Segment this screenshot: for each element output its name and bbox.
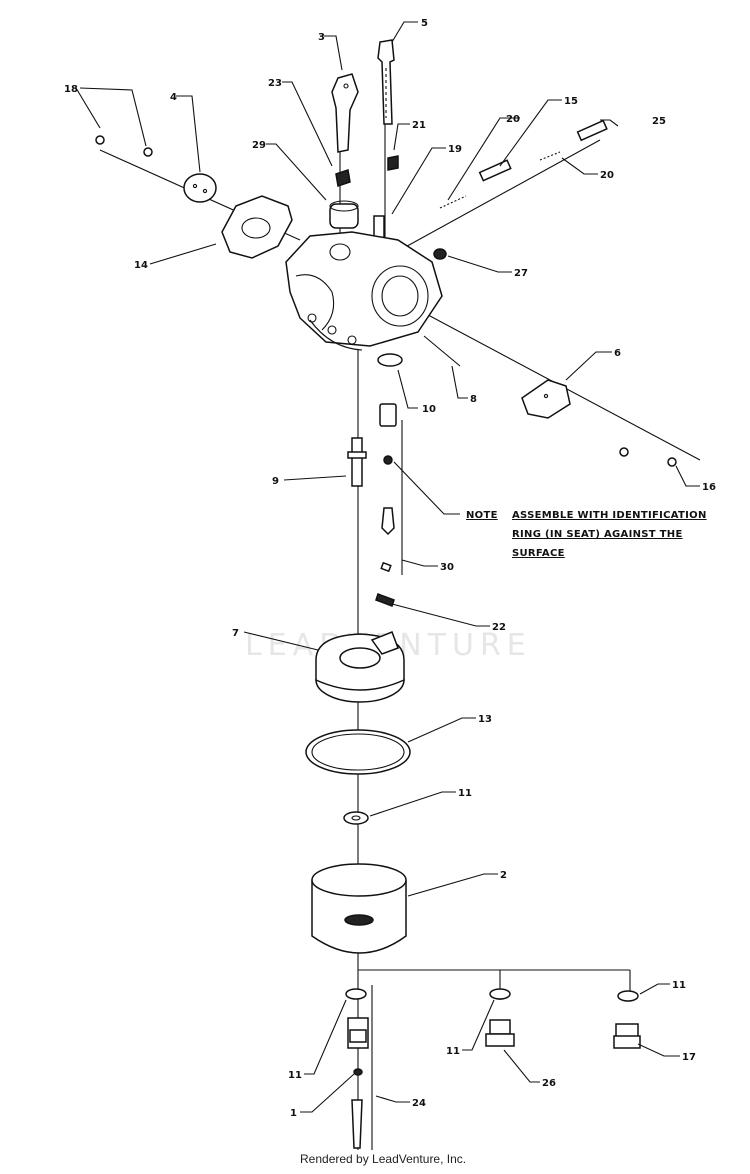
- assembly-axis-lines: [99, 60, 701, 1150]
- callout-7: 7: [232, 628, 239, 639]
- note-label: NOTE: [466, 510, 498, 521]
- part-bowl-gasket: [305, 729, 411, 775]
- callout-6: 6: [614, 348, 621, 359]
- callout-4: 4: [170, 92, 177, 103]
- callout-26: 26: [542, 1078, 556, 1089]
- part-washers: [343, 811, 639, 1002]
- part-float: [315, 631, 405, 703]
- callout-3: 3: [318, 32, 325, 43]
- callout-14: 14: [134, 260, 148, 271]
- callout-24: 24: [412, 1098, 426, 1109]
- part-drain-fitting: [485, 1019, 515, 1047]
- callout-1: 1: [290, 1108, 297, 1119]
- callout-29: 29: [252, 140, 266, 151]
- callout-22: 22: [492, 622, 506, 633]
- note-line-2: RING (IN SEAT) AGAINST THE: [512, 529, 683, 540]
- callout-27: 27: [514, 268, 528, 279]
- part-choke-shaft: [377, 39, 395, 125]
- callout-8: 8: [470, 394, 477, 405]
- assembly-note: NOTE ASSEMBLE WITH IDENTIFICATION RING (…: [466, 510, 707, 559]
- part-float-bowl: [311, 863, 407, 954]
- callout-11c: 11: [288, 1070, 302, 1081]
- part-carburetor-body: [285, 231, 443, 351]
- part-spring-seal: [329, 155, 399, 229]
- note-line-1: ASSEMBLE WITH IDENTIFICATION: [512, 510, 707, 521]
- footer-credit: Rendered by LeadVenture, Inc.: [300, 1152, 466, 1166]
- part-gasket: [221, 195, 293, 259]
- callout-2: 2: [500, 870, 507, 881]
- callout-11d: 11: [446, 1046, 460, 1057]
- leader-lines: [75, 21, 700, 1113]
- part-main-jet: [347, 437, 367, 487]
- callout-30: 30: [440, 562, 454, 573]
- callout-15: 15: [564, 96, 578, 107]
- callout-11b: 11: [672, 980, 686, 991]
- callout-20a: 20: [506, 114, 520, 125]
- callout-21: 21: [412, 120, 426, 131]
- part-choke-plate: [521, 379, 571, 419]
- callout-17: 17: [682, 1052, 696, 1063]
- callout-25: 25: [652, 116, 666, 127]
- part-idle-screw-springs: [373, 119, 608, 260]
- part-screws: [95, 135, 677, 467]
- callout-18: 18: [64, 84, 78, 95]
- part-throttle-plate: [183, 173, 217, 203]
- part-throttle-shaft: [331, 73, 359, 153]
- callout-19: 19: [448, 144, 462, 155]
- callout-20b: 20: [600, 170, 614, 181]
- callout-16: 16: [702, 482, 716, 493]
- part-plug: [613, 1023, 641, 1049]
- callout-9: 9: [272, 476, 279, 487]
- part-needle-seat: [375, 353, 403, 607]
- callout-5: 5: [421, 18, 428, 29]
- callout-23: 23: [268, 78, 282, 89]
- callout-labels: 3 5 18 4 23 29 21 19 20 15 25 20 14 27 6…: [64, 18, 716, 1119]
- part-pin: [423, 335, 461, 367]
- note-line-3: SURFACE: [512, 548, 565, 559]
- callout-11a: 11: [458, 788, 472, 799]
- callout-13: 13: [478, 714, 492, 725]
- part-bowl-nut: [347, 1017, 369, 1149]
- callout-10: 10: [422, 404, 436, 415]
